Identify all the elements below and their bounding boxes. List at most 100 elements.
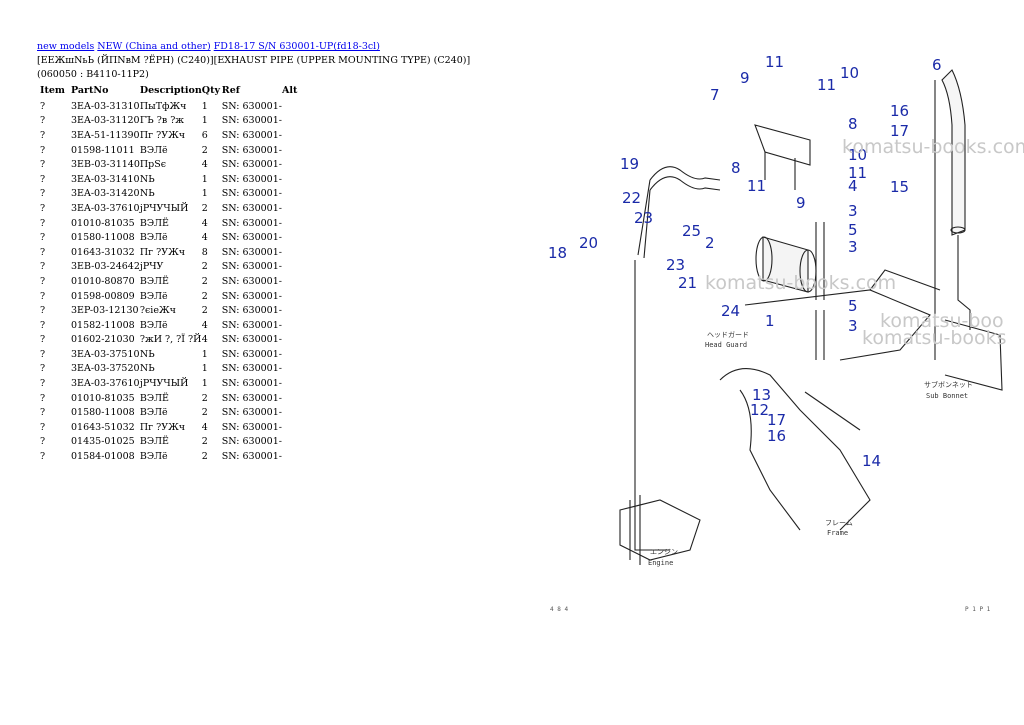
cell-item: ? <box>40 363 46 375</box>
column-header-partno: PartNo <box>71 85 109 96</box>
cell-item: ? <box>40 100 46 112</box>
cell-qty: 1 <box>201 100 208 112</box>
cell-description: NЬ <box>139 363 155 375</box>
cell-description: NЬ <box>139 188 155 200</box>
cell-qty: 1 <box>201 115 208 127</box>
cell-item: ? <box>40 348 46 360</box>
callout-11b: 11 <box>817 76 836 94</box>
cell-alt <box>282 347 297 362</box>
cell-description: ВЭЛЁ <box>139 275 169 287</box>
cell-qty: 1 <box>201 173 208 185</box>
cell-qty: 1 <box>201 348 208 360</box>
cell-description: NЬ <box>139 348 155 360</box>
cell-partno: 01598-00809 <box>71 290 135 302</box>
cell-item: ? <box>40 421 46 433</box>
cell-item: ? <box>40 173 46 185</box>
cell-qty: 4 <box>201 217 208 229</box>
cell-partno: 01582-11008 <box>71 319 135 331</box>
cell-item: ? <box>40 334 46 346</box>
cell-alt <box>282 333 297 348</box>
cell-ref: SN: 630001- <box>221 100 282 112</box>
cell-description: ГЪ ?в ?ж <box>139 115 185 127</box>
cell-partno: 3EB-03-24642 <box>71 261 140 273</box>
cell-partno: 3EA-03-31310 <box>71 100 140 112</box>
cell-ref: SN: 630001- <box>221 319 282 331</box>
cell-ref: SN: 630001- <box>221 144 282 156</box>
cell-item: ? <box>40 319 46 331</box>
callout-8a: 8 <box>848 115 858 133</box>
cell-alt <box>282 362 297 377</box>
cell-qty: 2 <box>201 436 208 448</box>
column-header-ref: Ref <box>221 85 240 96</box>
cell-item: ? <box>40 436 46 448</box>
cell-ref: SN: 630001- <box>221 275 282 287</box>
cell-ref: SN: 630001- <box>221 378 282 390</box>
cell-alt <box>282 187 297 202</box>
cell-partno: 3EA-03-37520 <box>71 363 140 375</box>
cell-partno: 3EA-03-37610 <box>71 202 140 214</box>
label-sub-bonnet-jp: サブボンネット <box>924 380 973 389</box>
cell-description: ВЭЛё <box>139 232 168 244</box>
callout-11d: 11 <box>747 177 766 195</box>
cell-ref: SN: 630001- <box>221 451 282 463</box>
cell-partno: 3EA-03-31420 <box>71 188 140 200</box>
cell-item: ? <box>40 246 46 258</box>
cell-ref: SN: 630001- <box>221 159 282 171</box>
breadcrumb-link-new-models[interactable]: new models <box>37 41 95 52</box>
callout-14: 14 <box>862 452 881 470</box>
column-header-description: Description <box>139 85 202 96</box>
cell-item: ? <box>40 144 46 156</box>
cell-alt <box>282 303 297 318</box>
cell-alt <box>282 172 297 187</box>
label-frame-jp: フレーム <box>825 519 853 527</box>
callout-17b: 17 <box>767 411 786 429</box>
cell-alt <box>282 201 297 216</box>
cell-qty: 2 <box>201 202 208 214</box>
cell-description: јРЧУЧЫЙ <box>139 378 189 390</box>
watermark-3: komatsu-boo <box>880 310 1004 332</box>
cell-description: ВЭЛё <box>139 144 168 156</box>
callout-13: 13 <box>752 386 771 404</box>
breadcrumb-link-model[interactable]: FD18-17 S/N 630001-UP(fd18-3cl) <box>213 41 380 52</box>
cell-description: ?жИ ?, ?Ї ?Й <box>139 334 202 346</box>
callout-3b: 3 <box>848 238 858 256</box>
exhaust-pipe-diagram: 1 2 3 3 3 4 5 5 6 7 8 8 9 9 10 10 11 11 … <box>548 53 1024 613</box>
cell-alt <box>282 376 297 391</box>
cell-description: ВЭЛё <box>139 319 168 331</box>
cell-description: ВЭЛЁ <box>139 217 169 229</box>
cell-ref: SN: 630001- <box>221 232 282 244</box>
cell-description: NЬ <box>139 173 155 185</box>
cell-qty: 1 <box>201 378 208 390</box>
cell-item: ? <box>40 159 46 171</box>
label-sub-bonnet: Sub Bonnet <box>926 392 968 400</box>
cell-partno: 3EP-03-12130 <box>71 305 139 317</box>
cell-alt <box>282 318 297 333</box>
callout-3a: 3 <box>848 202 858 220</box>
page-mark-left: 4 8 4 <box>550 606 568 613</box>
cell-partno: 01435-01025 <box>71 436 135 448</box>
cell-description: јРЧУ <box>139 261 164 273</box>
cell-ref: SN: 630001- <box>221 115 282 127</box>
cell-item: ? <box>40 392 46 404</box>
label-head-guard: Head Guard <box>705 341 747 349</box>
callout-22: 22 <box>622 189 641 207</box>
cell-alt <box>282 391 297 406</box>
breadcrumb-link-new-china[interactable]: NEW (China and other) <box>97 41 211 52</box>
cell-item: ? <box>40 290 46 302</box>
cell-description: ВЭЛЁ <box>139 392 169 404</box>
cell-ref: SN: 630001- <box>221 129 282 141</box>
cell-qty: 2 <box>201 392 208 404</box>
parts-panel: new models NEW (China and other) FD18-17… <box>37 40 477 464</box>
cell-item: ? <box>40 305 46 317</box>
callout-23a: 23 <box>634 209 653 227</box>
